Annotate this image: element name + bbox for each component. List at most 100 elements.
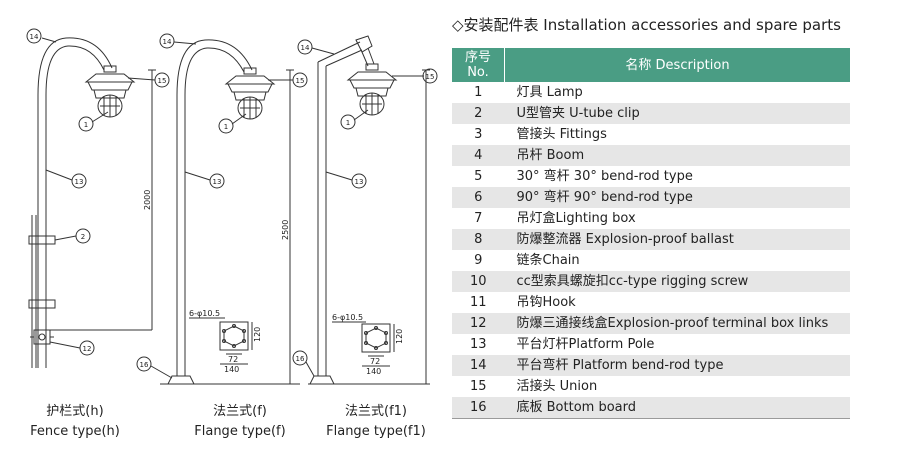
fence-callout-2: 2 [81, 233, 85, 241]
table-row: 9 链条Chain [452, 250, 850, 271]
flange1-lamp [346, 63, 398, 116]
fence-callout-14: 14 [30, 33, 39, 41]
fence-caption: 护栏式(h) Fence type(h) [20, 402, 130, 442]
flange-callout-15: 15 [296, 77, 305, 85]
callout-14-circle [26, 28, 42, 44]
row-no: 11 [469, 295, 487, 310]
header-description: 名称 Description [504, 48, 850, 82]
row-no: 16 [452, 397, 505, 419]
flange1-callout-16: 16 [296, 355, 305, 363]
table-row: 11 吊钩Hook [452, 292, 850, 313]
row-desc: 管接头 Fittings [516, 127, 607, 142]
row-no: 4 [452, 145, 505, 166]
flange1-caption: 法兰式(f1) Flange type(f1) [314, 402, 438, 442]
flange-callout-1: 1 [224, 123, 228, 131]
fence-callout-13: 13 [75, 178, 84, 186]
flange-caption-en: Flange type(f) [194, 424, 286, 439]
row-desc: 吊钩Hook [516, 295, 576, 310]
flange-dim-72: 72 [228, 355, 238, 364]
header-no: 序号 No. [452, 48, 505, 82]
flange1-dim-72: 72 [370, 357, 380, 366]
row-desc: 90° 弯杆 90° bend-rod type [504, 187, 850, 208]
row-no: 14 [452, 355, 505, 376]
row-no: 9 [474, 253, 483, 268]
table-row: 13 平台灯杆Platform Pole [452, 334, 850, 355]
flange-lamp [224, 67, 276, 120]
row-desc: 30° 弯杆 30° bend-rod type [516, 169, 693, 184]
flange-plate-detail: 6-φ10.5 120 72 140 [189, 309, 262, 374]
fence-caption-en: Fence type(h) [30, 424, 120, 439]
row-no: 15 [469, 379, 487, 394]
table-row: 15 活接头 Union [452, 376, 850, 397]
flange-height-dim: 2500 [281, 220, 290, 240]
flange1-dim-140: 140 [366, 367, 381, 376]
flange1-callout-14: 14 [301, 44, 310, 52]
installation-drawings: 2000 14 15 1 13 2 12 [26, 28, 438, 385]
row-desc: cc型索具螺旋扣cc-type rigging screw [504, 271, 850, 292]
fence-type-drawing: 2000 14 15 1 13 2 12 [26, 28, 170, 368]
row-no: 13 [469, 337, 487, 352]
row-no: 12 [452, 313, 505, 334]
row-desc: 平台弯杆 Platform bend-rod type [504, 355, 850, 376]
row-desc: 吊灯盒Lighting box [516, 211, 636, 226]
flange-callout-16: 16 [140, 361, 149, 369]
row-desc: 链条Chain [516, 253, 580, 268]
row-desc: U型管夹 U-tube clip [504, 103, 850, 124]
fence-callout-15: 15 [158, 77, 167, 85]
row-no: 7 [474, 211, 483, 226]
row-no: 6 [452, 187, 505, 208]
flange1-plate-detail: 6-φ10.5 120 72 140 [332, 313, 404, 376]
flange1-dim-120: 120 [395, 329, 404, 344]
row-desc: 灯具 Lamp [516, 85, 583, 100]
flange-callout-13: 13 [213, 178, 222, 186]
flange1-callout-13: 13 [355, 178, 364, 186]
row-desc: 活接头 Union [516, 379, 598, 394]
flange1-callout-15: 15 [426, 73, 435, 81]
row-no: 1 [474, 85, 483, 100]
flange-type-drawing: 2500 6-φ10.5 120 72 140 14 15 1 13 [136, 33, 308, 385]
flange-caption-cn: 法兰式(f) [213, 404, 267, 419]
row-desc: 吊杆 Boom [504, 145, 850, 166]
header-no-en: No. [467, 65, 489, 80]
row-desc: 平台灯杆Platform Pole [516, 337, 655, 352]
row-no: 10 [452, 271, 505, 292]
row-no: 8 [452, 229, 505, 250]
flange1-caption-cn: 法兰式(f1) [345, 404, 407, 419]
table-row: 3 管接头 Fittings [452, 124, 850, 145]
flange-dim-140: 140 [224, 365, 239, 374]
fence-caption-cn: 护栏式(h) [46, 404, 104, 419]
flange-hole-label: 6-φ10.5 [189, 309, 220, 318]
row-desc: 防爆整流器 Explosion-proof ballast [504, 229, 850, 250]
table-header-row: 序号 No. 名称 Description [452, 48, 850, 82]
table-title: ◇安装配件表 Installation accessories and spar… [452, 16, 841, 34]
flange-caption: 法兰式(f) Flange type(f) [178, 402, 302, 442]
row-no: 2 [452, 103, 505, 124]
fence-callout-12: 12 [83, 345, 92, 353]
row-desc: 防爆三通接线盒Explosion-proof terminal box link… [504, 313, 850, 334]
fence-callout-1: 1 [84, 121, 88, 129]
table-row: 1 灯具 Lamp [452, 82, 850, 103]
row-no: 3 [474, 127, 483, 142]
flange1-hole-label: 6-φ10.5 [332, 313, 363, 322]
flange1-caption-en: Flange type(f1) [326, 424, 426, 439]
flange-callout-14: 14 [163, 38, 172, 46]
header-no-cn: 序号 [464, 50, 491, 65]
row-desc: 底板 Bottom board [504, 397, 850, 419]
table-row: 7 吊灯盒Lighting box [452, 208, 850, 229]
fence-height-dim: 2000 [143, 190, 152, 210]
flange-dim-120: 120 [253, 327, 262, 342]
table-row: 5 30° 弯杆 30° bend-rod type [452, 166, 850, 187]
row-no: 5 [474, 169, 483, 184]
fence-lamp [84, 65, 136, 118]
flange1-type-drawing: 6-φ10.5 120 72 140 14 15 1 13 16 [292, 35, 438, 385]
flange1-callout-1: 1 [346, 119, 350, 127]
